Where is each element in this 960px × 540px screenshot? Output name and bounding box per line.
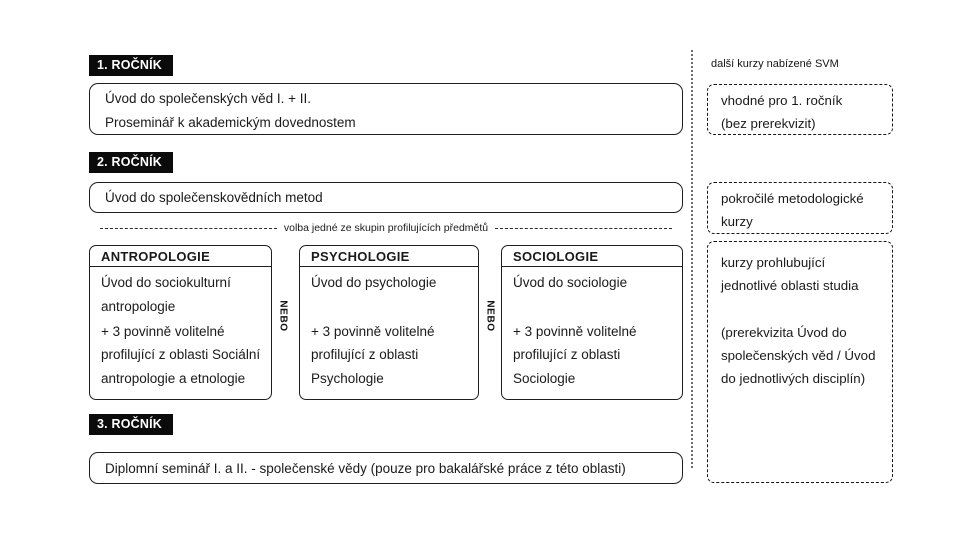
course-line: profilující z oblasti: [311, 347, 419, 362]
right-column-header: další kurzy nabízené SVM: [711, 58, 839, 70]
course-line: Diplomní seminář I. a II. - společenské …: [105, 460, 626, 476]
group-title: ANTROPOLOGIE: [90, 246, 271, 267]
course-line: Úvod do psychologie: [311, 275, 437, 290]
course-line: kurzy: [721, 214, 753, 230]
course-line: Psychologie: [311, 370, 384, 386]
divider-label: volba jedné ze skupin profilujících před…: [283, 222, 489, 234]
group-electives: + 3 povinně volitelné profilující z obla…: [513, 320, 676, 391]
right-box-deepening-courses: kurzy prohlubující jednotlivé oblasti st…: [707, 241, 893, 483]
year3-label: 3. ROČNÍK: [89, 414, 174, 435]
or-connector-label: NEBO: [277, 300, 289, 332]
course-line: Úvod do sociokulturní: [101, 275, 231, 290]
group-body: Úvod do sociologie + 3 povinně volitelné…: [502, 267, 682, 399]
course-line: Sociologie: [513, 370, 576, 386]
year3-course-box: Diplomní seminář I. a II. - společenské …: [89, 452, 683, 484]
course-line: [721, 297, 886, 320]
course-line: kurzy prohlubující: [721, 255, 826, 270]
right-box-methodology: pokročilé metodologické kurzy: [707, 182, 893, 234]
group-sociology: SOCIOLOGIE Úvod do sociologie + 3 povinn…: [501, 245, 683, 400]
course-line: jednotlivé oblasti studia: [721, 278, 859, 294]
divider-dash-right: [495, 227, 673, 229]
course-line: Úvod do sociologie: [513, 275, 628, 290]
group-anthropology: ANTROPOLOGIE Úvod do sociokulturní antro…: [89, 245, 272, 400]
course-line: + 3 povinně volitelné: [513, 323, 637, 339]
group-body: Úvod do psychologie + 3 povinně voliteln…: [300, 267, 478, 399]
year2-course-box: Úvod do společenskovědních metod: [89, 182, 683, 213]
group-intro: Úvod do sociokulturní antropologie: [101, 271, 265, 318]
course-line: + 3 povinně volitelné: [101, 323, 225, 339]
course-line: Úvod do společenskovědních metod: [105, 190, 323, 205]
group-body: Úvod do sociokulturní antropologie + 3 p…: [90, 267, 271, 399]
right-box-first-year: vhodné pro 1. ročník (bez prerekvizit): [707, 84, 893, 135]
course-line: (bez prerekvizit): [721, 116, 816, 132]
course-line: (prerekvizita Úvod do: [721, 324, 847, 340]
course-line: profilující z oblasti: [513, 347, 621, 362]
course-line: + 3 povinně volitelné: [311, 323, 435, 339]
divider-dash-left: [100, 227, 277, 229]
course-line: antropologie a etnologie: [101, 370, 246, 386]
group-intro: Úvod do sociologie: [513, 271, 676, 295]
or-connector-label: NEBO: [484, 300, 496, 332]
group-electives: + 3 povinně volitelné profilující z obla…: [101, 320, 265, 391]
course-line: profilující z oblasti Sociální: [101, 347, 261, 362]
course-line: pokročilé metodologické: [721, 191, 864, 206]
course-line: Úvod do společenských věd I. + II.: [105, 91, 311, 106]
course-line: společenských věd / Úvod: [721, 347, 876, 363]
group-intro: Úvod do psychologie: [311, 271, 472, 295]
course-line: do jednotlivých disciplín): [721, 371, 866, 386]
group-electives: + 3 povinně volitelné profilující z obla…: [311, 320, 472, 391]
profile-choice-divider: volba jedné ze skupin profilujících před…: [100, 221, 673, 235]
course-line: vhodné pro 1. ročník: [721, 93, 843, 108]
column-separator-dotted-line: [691, 50, 693, 468]
year1-label: 1. ROČNÍK: [89, 55, 174, 76]
group-psychology: PSYCHOLOGIE Úvod do psychologie + 3 povi…: [299, 245, 479, 400]
year1-course-box: Úvod do společenských věd I. + II. Prose…: [89, 83, 683, 135]
course-line: antropologie: [101, 298, 176, 314]
year2-label: 2. ROČNÍK: [89, 152, 174, 173]
course-line: Proseminář k akademickým dovednostem: [105, 114, 356, 130]
group-title: PSYCHOLOGIE: [300, 246, 478, 267]
group-title: SOCIOLOGIE: [502, 246, 682, 267]
